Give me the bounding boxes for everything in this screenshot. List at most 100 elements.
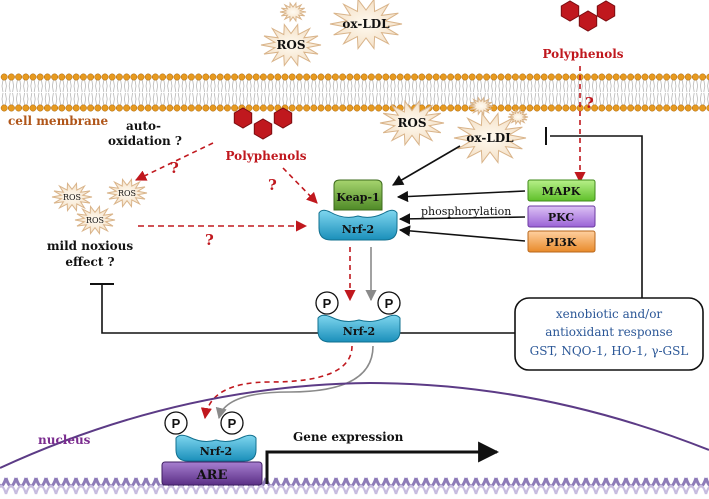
membrane-lipid-tail xyxy=(102,92,108,106)
membrane-lipid-tail xyxy=(23,92,29,106)
phospho-circle-2 xyxy=(377,291,401,315)
dna-strand-segment xyxy=(604,484,618,495)
dna-strand-segment xyxy=(64,477,78,488)
dna-strand-segment xyxy=(464,477,478,488)
pkc-box xyxy=(527,205,596,228)
membrane-lipid-tail xyxy=(80,79,87,93)
pi3k-box xyxy=(527,230,596,253)
dna-strand-segment xyxy=(464,484,478,495)
nucleus-label: nucleus xyxy=(38,433,91,447)
membrane-lipid-tail xyxy=(332,79,339,93)
membrane-lipid-tail xyxy=(368,79,375,93)
membrane-lipid-head xyxy=(331,73,339,81)
response-box xyxy=(514,297,704,371)
membrane-lipid-tail xyxy=(635,92,641,106)
membrane-lipid-head xyxy=(202,104,210,112)
membrane-lipid-head xyxy=(231,73,239,81)
membrane-lipid-tail xyxy=(203,79,209,93)
dna-strand-segment xyxy=(214,484,228,495)
dna-strand-segment xyxy=(574,477,588,488)
membrane-lipid-head xyxy=(598,73,606,81)
membrane-lipid-tail xyxy=(678,79,684,93)
dna-strand-segment xyxy=(34,477,48,488)
feedback-inhibition-line xyxy=(550,135,643,336)
dna-strand-segment xyxy=(524,484,538,495)
membrane-lipid-tail xyxy=(8,92,15,106)
dna-strand-segment xyxy=(194,484,208,495)
membrane-lipid-head xyxy=(367,73,375,81)
membrane-lipid-head xyxy=(468,73,476,81)
dna-strand-segment xyxy=(524,477,538,488)
dna-strand-segment xyxy=(684,477,698,488)
membrane-lipid-head xyxy=(101,104,109,112)
mapk-box xyxy=(527,179,596,202)
response-line-2: antioxidant response xyxy=(545,325,672,339)
membrane-lipid-tail xyxy=(239,79,245,93)
membrane-lipid-head xyxy=(324,104,332,112)
membrane-lipid-head xyxy=(634,104,642,112)
membrane-lipid-tail xyxy=(87,92,94,106)
membrane-lipid-head xyxy=(310,104,318,112)
membrane-lipid-head xyxy=(29,104,37,112)
dna-strand-segment xyxy=(554,477,568,488)
dna-strand-segment xyxy=(624,477,638,488)
membrane-lipid-tail xyxy=(584,92,591,106)
membrane-lipid-tail xyxy=(217,92,223,106)
membrane-lipid-head xyxy=(324,73,332,81)
membrane-lipid-head xyxy=(684,104,692,112)
membrane-lipid-head xyxy=(202,73,210,81)
dna-strand-segment xyxy=(44,477,58,488)
membrane-lipid-head xyxy=(173,73,181,81)
membrane-lipid-tail xyxy=(563,79,569,93)
membrane-lipid-head xyxy=(425,73,433,81)
dna-strand-segment xyxy=(104,484,118,495)
membrane-lipid-head xyxy=(22,73,30,81)
membrane-lipid-head xyxy=(375,73,383,81)
membrane-lipid-head xyxy=(382,73,390,81)
dna-strand-segment xyxy=(364,484,378,495)
membrane-lipid-head xyxy=(58,104,66,112)
membrane-lipid-head xyxy=(619,73,627,81)
membrane-lipid-head xyxy=(547,73,555,81)
membrane-lipid-head xyxy=(360,104,368,112)
dna-strand-segment xyxy=(614,477,628,488)
membrane-lipid-tail xyxy=(390,79,396,93)
membrane-lipid-head xyxy=(432,104,440,112)
dna-strand-segment xyxy=(394,484,408,495)
membrane-lipid-tail xyxy=(325,79,331,93)
membrane-lipid-head xyxy=(267,73,275,81)
membrane-lipid-tail xyxy=(282,79,288,93)
membrane-lipid-head xyxy=(259,73,267,81)
membrane-lipid-head xyxy=(389,73,397,81)
membrane-lipid-head xyxy=(519,73,527,81)
dna-strand-segment xyxy=(74,477,88,488)
dna-strand-segment xyxy=(664,477,678,488)
membrane-lipid-head xyxy=(65,73,73,81)
membrane-lipid-tail xyxy=(174,79,180,93)
membrane-lipid-head xyxy=(7,73,15,81)
membrane-lipid-tail xyxy=(44,79,51,93)
dna-strand-segment xyxy=(644,477,658,488)
dna-strand-segment xyxy=(0,484,8,495)
membrane-lipid-head xyxy=(130,104,138,112)
membrane-lipid-head xyxy=(79,104,87,112)
ros-burst-mid xyxy=(379,99,445,147)
dna-strand-segment xyxy=(264,484,278,495)
membrane-lipid-tail xyxy=(671,92,677,106)
membrane-lipid-head xyxy=(555,104,563,112)
dna-strand-segment xyxy=(44,484,58,495)
membrane-lipid-head xyxy=(223,73,231,81)
membrane-lipid-tail xyxy=(159,92,166,106)
membrane-lipid-head xyxy=(36,73,44,81)
membrane-lipid-head xyxy=(461,73,469,81)
membrane-lipid-head xyxy=(238,73,246,81)
membrane-lipid-head xyxy=(231,104,239,112)
membrane-lipid-head xyxy=(706,104,709,112)
dna-strand-segment xyxy=(424,477,438,488)
phospho-p4: P xyxy=(228,416,237,431)
membrane-lipid-head xyxy=(108,73,116,81)
dna-strand-segment xyxy=(334,484,348,495)
membrane-lipid-head xyxy=(353,73,361,81)
dna-strand-segment xyxy=(644,484,658,495)
